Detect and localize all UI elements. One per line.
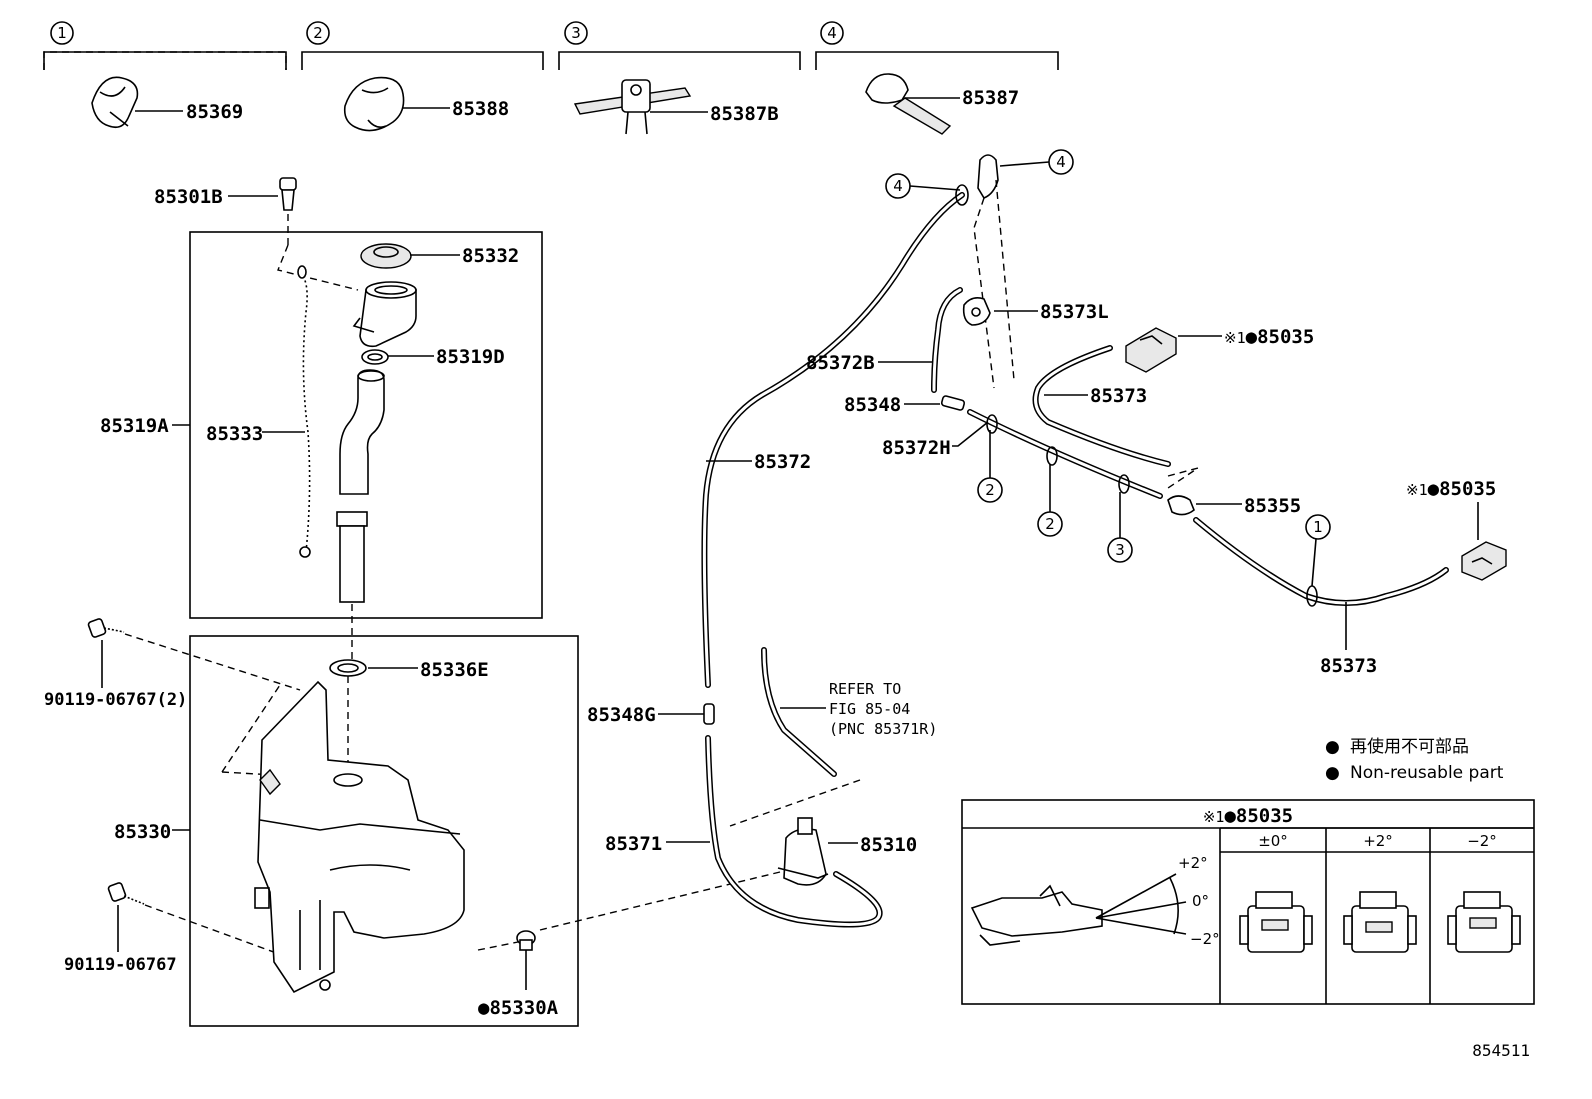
legend-jp: 再使用不可部品 xyxy=(1350,736,1469,757)
clip-85387[interactable] xyxy=(865,73,960,135)
label-85333: 85333 xyxy=(206,423,263,445)
inset-85035: ※1●85035 ±0° +2° −2° +2° 0° −2° xyxy=(961,799,1535,1005)
clip-85387B[interactable] xyxy=(573,79,708,135)
legend-dot-1: ● xyxy=(1325,737,1340,757)
callout-2b: 2 xyxy=(1037,464,1063,537)
label-85332: 85332 xyxy=(462,245,519,267)
label-85348G: 85348G xyxy=(587,704,656,726)
refer-note-line-1: REFER TO xyxy=(829,680,901,698)
grommet-85330A[interactable] xyxy=(516,930,536,990)
nozzle-view-0 xyxy=(1239,891,1313,953)
group-2-number: 2 xyxy=(313,24,323,42)
label-85310: 85310 xyxy=(860,834,917,856)
label-85330: 85330 xyxy=(114,821,171,843)
label-85035-lower: ※1●85035 xyxy=(1406,478,1496,500)
label-85372B: 85372B xyxy=(806,352,875,374)
connector-85348[interactable] xyxy=(904,395,966,411)
filler-pipe[interactable] xyxy=(336,369,385,603)
refer-note-line-2: FIG 85-04 xyxy=(829,700,910,718)
tank-assembly-box xyxy=(189,635,579,1027)
inset-title: ※1●85035 xyxy=(1203,805,1293,827)
group-3-number: 3 xyxy=(571,24,581,42)
seal-85336E[interactable] xyxy=(329,659,418,677)
connector-85355[interactable] xyxy=(1167,495,1242,516)
label-85388: 85388 xyxy=(452,98,509,120)
group-header-2: 2 xyxy=(301,21,544,70)
connector-85348G[interactable] xyxy=(658,703,715,725)
group-1-number: 1 xyxy=(57,24,67,42)
label-85387: 85387 xyxy=(962,87,1019,109)
label-85373-upper: 85373 xyxy=(1090,385,1147,407)
callout-4b: 4 xyxy=(999,149,1074,175)
group-header-3: 3 xyxy=(558,21,801,70)
svg-text:4: 4 xyxy=(1056,153,1066,171)
angle-0: 0° xyxy=(1192,892,1209,910)
legend: ● 再使用不可部品 ● Non-reusable part xyxy=(1325,736,1504,783)
hose-refer-85371R[interactable] xyxy=(761,647,837,777)
filler-neck-top[interactable] xyxy=(352,281,417,348)
label-85372H: 85372H xyxy=(882,437,951,459)
hose-85373-upper[interactable] xyxy=(1032,345,1171,467)
label-85035-upper: ※1●85035 xyxy=(1224,326,1314,348)
label-85336E: 85336E xyxy=(420,659,489,681)
label-85372: 85372 xyxy=(754,451,811,473)
hose-85372B[interactable] xyxy=(878,287,963,393)
pump-85310[interactable] xyxy=(777,817,858,886)
clip-85388[interactable] xyxy=(343,76,450,132)
hose-85373-lower[interactable] xyxy=(1193,517,1449,650)
nozzle-view-minus2 xyxy=(1447,891,1521,953)
legend-dot-2: ● xyxy=(1325,763,1340,783)
washer-tank[interactable] xyxy=(221,680,465,994)
clip-85369[interactable] xyxy=(91,76,183,129)
clip-85301B[interactable] xyxy=(228,177,297,211)
label-85373-lower: 85373 xyxy=(1320,655,1377,677)
label-85319A: 85319A xyxy=(100,415,169,437)
svg-text:1: 1 xyxy=(1313,518,1323,536)
hose-85372H[interactable] xyxy=(952,409,1163,499)
inset-col-0: ±0° xyxy=(1258,832,1288,850)
group-header-1: 1 xyxy=(43,21,287,70)
refer-note-line-3: (PNC 85371R) xyxy=(829,720,937,738)
svg-text:4: 4 xyxy=(893,177,903,195)
inset-col-plus2: +2° xyxy=(1363,832,1393,850)
bolt-90119-06767[interactable] xyxy=(107,882,145,952)
svg-text:3: 3 xyxy=(1115,541,1125,559)
callout-3: 3 xyxy=(1107,492,1133,563)
nozzle-85373L[interactable] xyxy=(962,297,1038,326)
label-85330A: ●85330A xyxy=(478,997,559,1019)
figure-id: 854511 xyxy=(1472,1041,1530,1060)
label-85301B: 85301B xyxy=(154,186,223,208)
label-85369: 85369 xyxy=(186,101,243,123)
angle-minus2: −2° xyxy=(1190,930,1220,948)
label-90119-06767: 90119-06767 xyxy=(64,955,177,975)
nozzle-85035-lower[interactable] xyxy=(1461,502,1507,581)
callout-1: 1 xyxy=(1305,514,1331,587)
tether-85333[interactable] xyxy=(262,265,311,558)
nozzle-85035-upper[interactable] xyxy=(1125,327,1222,373)
label-85355: 85355 xyxy=(1244,495,1301,517)
svg-text:2: 2 xyxy=(985,481,995,499)
group-4-number: 4 xyxy=(827,24,837,42)
clip-top-hose[interactable] xyxy=(955,154,999,206)
label-85319D: 85319D xyxy=(436,346,505,368)
hose-85372[interactable] xyxy=(701,192,965,688)
svg-text:2: 2 xyxy=(1045,515,1055,533)
inset-col-minus2: −2° xyxy=(1467,832,1497,850)
callout-2a: 2 xyxy=(977,430,1003,503)
callout-4a: 4 xyxy=(885,173,961,199)
cap-85332[interactable] xyxy=(360,243,460,269)
group-header-4: 4 xyxy=(815,21,1059,70)
nozzle-view-plus2 xyxy=(1343,891,1417,953)
label-90119-06767-2: 90119-06767(2) xyxy=(44,690,187,710)
gasket-85319D[interactable] xyxy=(361,349,434,365)
label-85348: 85348 xyxy=(844,394,901,416)
bolt-90119-06767-2[interactable] xyxy=(87,618,125,688)
hose-85371[interactable] xyxy=(666,735,883,928)
label-85387B: 85387B xyxy=(710,103,779,125)
label-85373L: 85373L xyxy=(1040,301,1109,323)
legend-en: Non-reusable part xyxy=(1350,763,1504,783)
angle-plus2: +2° xyxy=(1178,854,1208,872)
label-85371: 85371 xyxy=(605,833,662,855)
